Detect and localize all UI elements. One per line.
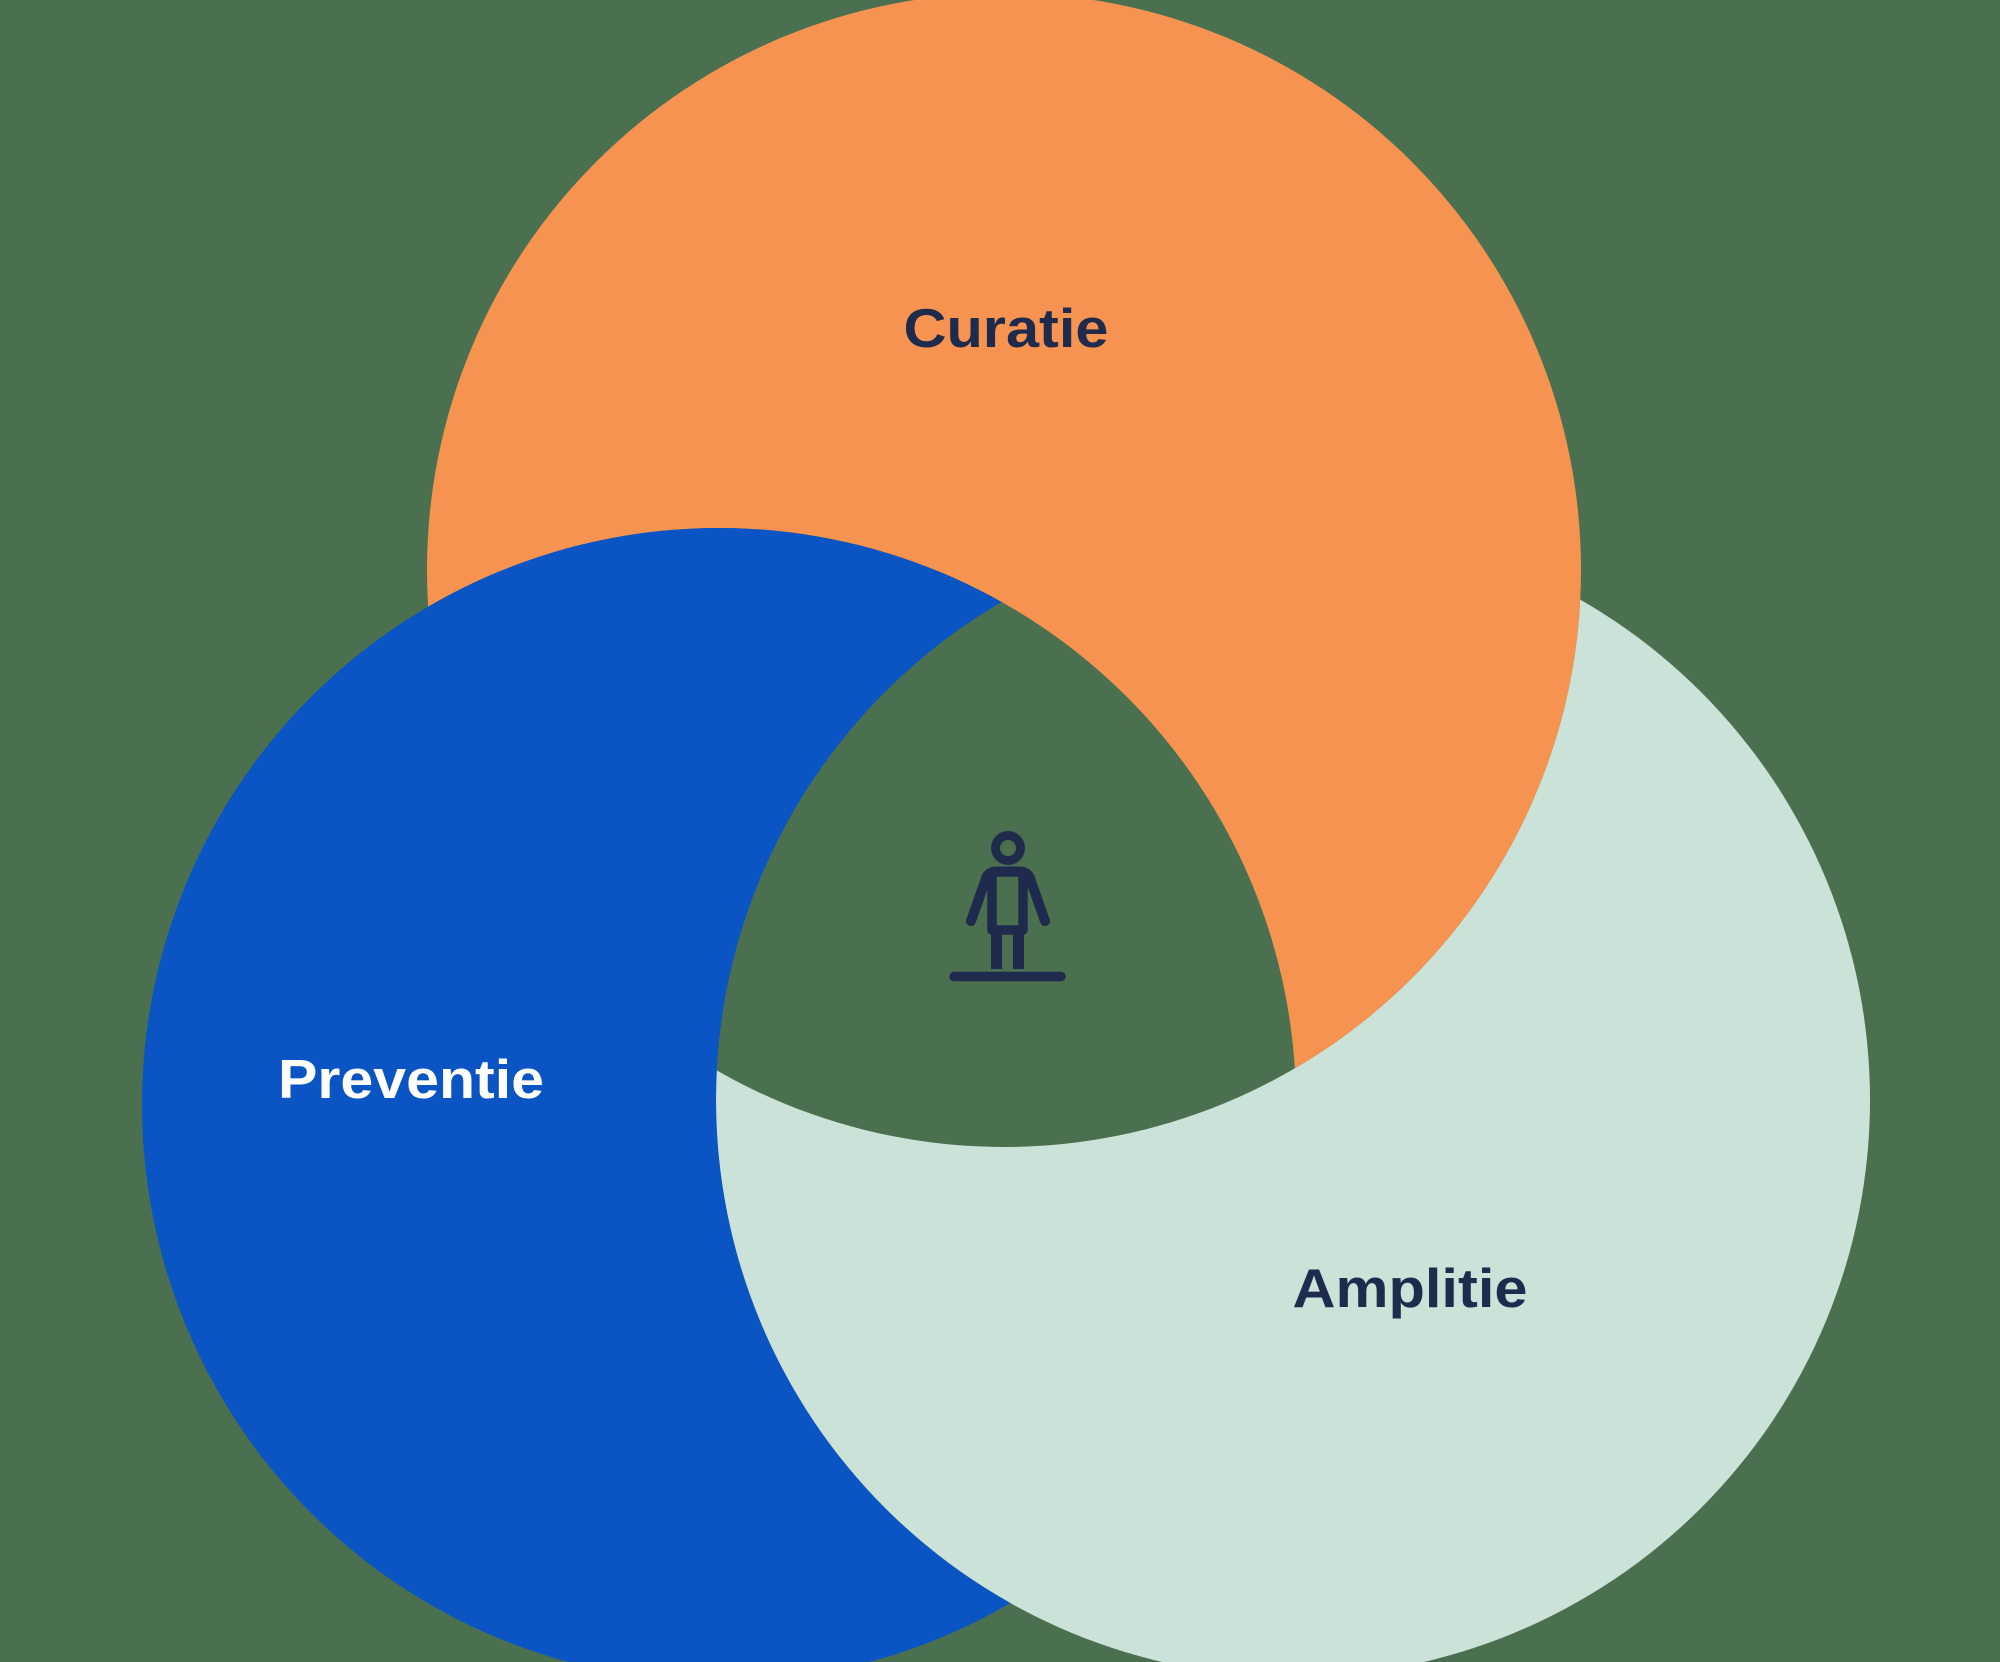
preventie-label: Preventie bbox=[278, 1048, 544, 1110]
amplitie-label: Amplitie bbox=[1293, 1257, 1528, 1319]
preventie-circle bbox=[142, 528, 1296, 1662]
person-head bbox=[991, 831, 1025, 865]
person-torso bbox=[987, 867, 1028, 935]
curatie-label: Curatie bbox=[904, 297, 1109, 359]
person-icon bbox=[949, 831, 1066, 982]
person-legs bbox=[991, 933, 1024, 969]
